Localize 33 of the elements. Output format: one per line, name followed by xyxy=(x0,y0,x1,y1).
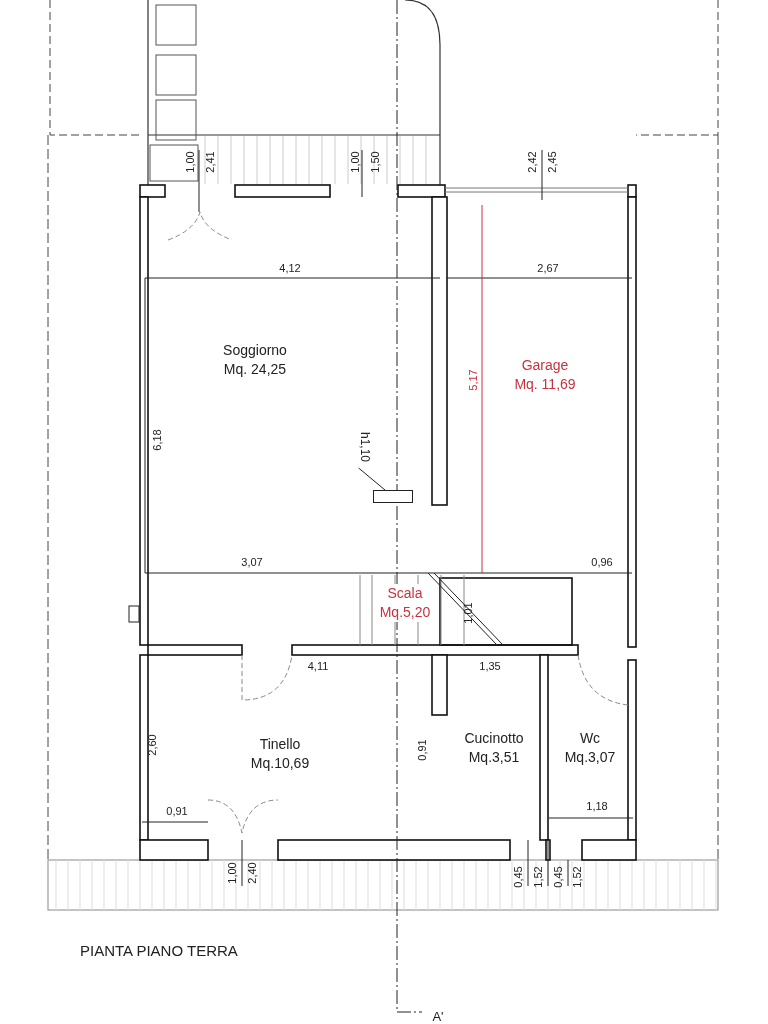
dimension-label: 1,00 xyxy=(349,151,361,173)
leader-line xyxy=(358,467,386,491)
dimension-label: 2,60 xyxy=(146,734,158,756)
dimension-label: 0,91 xyxy=(416,739,428,761)
dimension-label: 1,00 xyxy=(184,151,196,173)
dimension-label: 4,12 xyxy=(279,262,301,274)
dimension-label: 1,01 xyxy=(462,602,474,624)
dimension-label: 1,00 xyxy=(226,862,238,884)
dimension-label: 0,45 xyxy=(552,866,564,888)
dimension-label: A' xyxy=(432,1009,444,1023)
dimension-label: 3,07 xyxy=(241,556,263,568)
room-name: Soggiorno xyxy=(222,341,288,360)
room-name: Scala xyxy=(386,584,424,603)
dimension-label: 2,42 xyxy=(526,151,538,173)
parapet-box xyxy=(373,490,413,503)
dimension-label: 1,18 xyxy=(586,800,608,812)
dimension-label: 2,40 xyxy=(246,862,258,884)
dimension-label: 2,67 xyxy=(537,262,559,274)
dimension-label: 6,18 xyxy=(151,429,163,451)
drawing-title: PIANTA PIANO TERRA xyxy=(80,941,238,961)
dimension-label: 1,52 xyxy=(532,866,544,888)
height-label: h1,10 xyxy=(357,426,373,468)
dimension-label: 2,45 xyxy=(546,151,558,173)
dimension-label: 5,17 xyxy=(467,369,479,391)
dimension-label: 1,35 xyxy=(479,660,501,672)
dimension-label: 0,96 xyxy=(591,556,613,568)
dimension-label: 1,52 xyxy=(571,866,583,888)
dimension-label: 0,45 xyxy=(512,866,524,888)
dimension-label: 2,41 xyxy=(204,151,216,173)
dimension-label: 4,11 xyxy=(307,660,329,672)
dimension-label: 1,50 xyxy=(369,151,381,173)
room-area-label: Mq.5,20 xyxy=(378,603,432,622)
dimension-label: 0,91 xyxy=(166,805,188,817)
